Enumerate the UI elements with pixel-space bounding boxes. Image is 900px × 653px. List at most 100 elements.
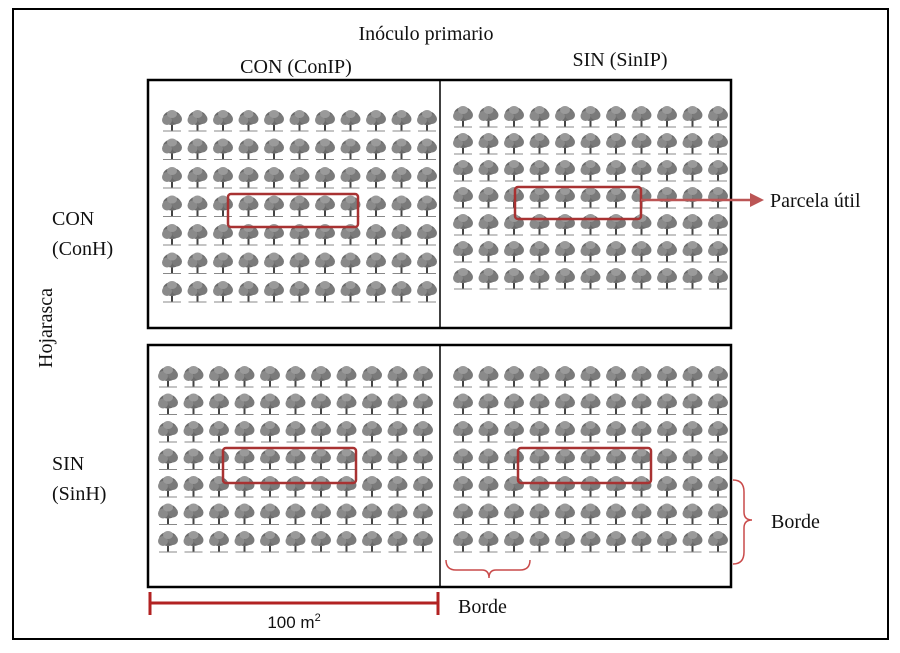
tree-icon: [340, 166, 361, 189]
tree-icon: [285, 365, 306, 388]
tree-icon: [336, 448, 357, 470]
tree-icon: [682, 530, 703, 553]
tree-icon: [157, 530, 179, 553]
tree-icon: [605, 448, 627, 470]
tree-icon: [452, 530, 474, 553]
tree-icon: [554, 365, 576, 388]
tree-icon: [580, 132, 601, 155]
tree-icon: [452, 448, 474, 470]
tree-icon: [554, 159, 576, 182]
tree-icon: [580, 393, 601, 415]
tree-icon: [259, 365, 281, 388]
tree-icon: [707, 365, 729, 388]
tree-icon: [187, 109, 208, 132]
tree-icon: [529, 105, 550, 128]
tree-icon: [314, 166, 336, 189]
tree-icon: [503, 393, 525, 415]
tree-icon: [580, 530, 601, 553]
tree-icon: [161, 195, 183, 217]
tree-icon: [187, 195, 208, 217]
tree-icon: [365, 223, 387, 246]
tree-icon: [656, 448, 678, 470]
tree-icon: [452, 420, 474, 443]
tree-icon: [263, 195, 285, 217]
tree-icon: [554, 393, 576, 415]
useful-plot-box-q4: [516, 446, 653, 485]
tree-icon: [503, 132, 525, 155]
tree-icon: [605, 213, 627, 236]
tree-icon: [503, 503, 525, 525]
tree-icon: [452, 186, 474, 209]
tree-icon: [416, 166, 438, 189]
tree-icon: [157, 448, 179, 470]
row-label-con-line1: CON: [52, 208, 94, 230]
tree-icon: [478, 186, 499, 209]
tree-icon: [259, 503, 281, 525]
tree-icon: [503, 448, 525, 470]
tree-icon: [707, 420, 729, 443]
tree-icon: [263, 280, 285, 303]
tree-icon: [391, 223, 412, 246]
tree-icon: [412, 503, 434, 525]
tree-icon: [707, 240, 729, 263]
tree-icon: [707, 267, 729, 290]
tree-icon: [605, 132, 627, 155]
tree-icon: [157, 475, 179, 498]
tree-icon: [478, 365, 499, 388]
tree-icon: [605, 475, 627, 498]
tree-icon: [631, 105, 652, 128]
tree-icon: [289, 138, 310, 160]
tree-icon: [529, 393, 550, 415]
tree-icon: [478, 475, 499, 498]
tree-icon: [187, 223, 208, 246]
tree-icon: [580, 105, 601, 128]
row-label-sin-line1: SIN: [52, 453, 84, 475]
tree-icon: [157, 393, 179, 415]
tree-icon: [161, 166, 183, 189]
tree-icon: [580, 159, 601, 182]
tree-icon: [478, 267, 499, 290]
tree-icon: [263, 252, 285, 274]
tree-icon: [707, 132, 729, 155]
tree-icon: [656, 530, 678, 553]
tree-icon: [361, 503, 383, 525]
tree-icon: [285, 393, 306, 415]
tree-icon: [416, 280, 438, 303]
tree-icon: [340, 280, 361, 303]
tree-icon: [259, 393, 281, 415]
tree-icon: [187, 280, 208, 303]
tree-icon: [656, 132, 678, 155]
tree-icon: [238, 166, 259, 189]
tree-icon: [554, 213, 576, 236]
tree-icon: [682, 132, 703, 155]
plot-grid-top: [146, 78, 733, 330]
borde-bracket-right: [732, 479, 753, 565]
tree-icon: [478, 420, 499, 443]
tree-icon: [529, 503, 550, 525]
column-label-con: CON (ConIP): [240, 56, 352, 78]
tree-icon: [631, 132, 652, 155]
tree-icon: [412, 365, 434, 388]
tree-icon: [478, 132, 499, 155]
tree-icon: [605, 267, 627, 290]
tree-icon: [234, 475, 255, 498]
tree-icon: [208, 393, 230, 415]
tree-icon: [605, 503, 627, 525]
tree-icon: [503, 530, 525, 553]
tree-icon: [310, 365, 332, 388]
scale-label: 100 m2: [267, 612, 320, 632]
tree-icon: [387, 393, 408, 415]
tree-icon: [452, 365, 474, 388]
useful-plot-box-q3: [221, 446, 358, 485]
tree-icon: [605, 186, 627, 209]
tree-icon: [452, 240, 474, 263]
tree-icon: [212, 280, 234, 303]
tree-icon: [682, 105, 703, 128]
tree-icon: [365, 252, 387, 274]
tree-icon: [183, 475, 204, 498]
tree-icon: [529, 240, 550, 263]
tree-icon: [605, 240, 627, 263]
tree-icon: [310, 475, 332, 498]
tree-icon: [212, 252, 234, 274]
tree-icon: [529, 530, 550, 553]
